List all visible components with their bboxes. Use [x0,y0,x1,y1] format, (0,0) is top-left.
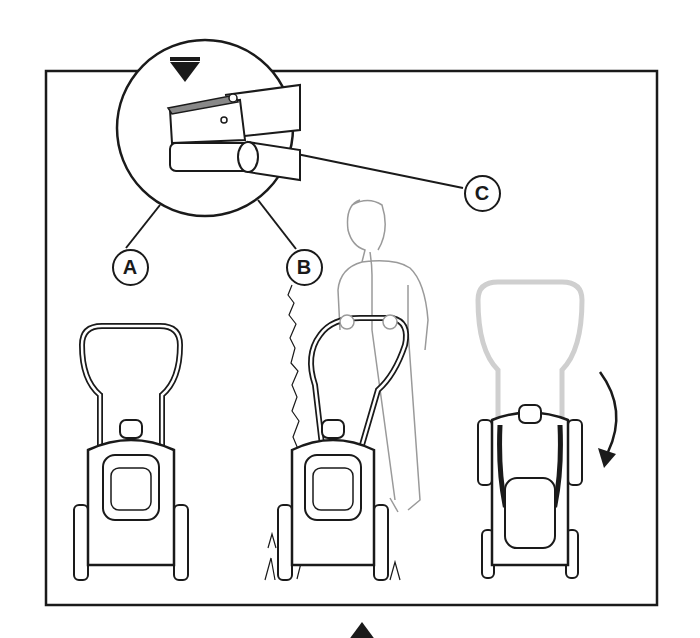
marker-bar [170,57,200,61]
fold-arrow [600,372,616,452]
clamp-hole [221,117,227,123]
mower-battery-cover [103,455,159,520]
mower-wheel [374,505,388,580]
mower-battery-cover [305,455,361,520]
mower-handle [82,326,180,445]
mower-handle [311,318,406,445]
callout-letter: A [123,257,137,277]
callout-letter: C [475,183,489,203]
mower-battery-window [313,468,353,510]
callout-circle: A [112,249,149,286]
leader-line [287,152,463,188]
mower-knob [322,420,344,438]
fold-arrowhead [598,448,616,468]
callout-circle: B [286,249,323,286]
mower-deck [292,440,374,565]
lever-pivot [229,94,237,102]
mower-wheel [74,505,88,580]
mower-wheel [478,420,492,485]
lower-tube-end [238,142,258,172]
callout-circle: C [464,175,501,212]
hand [340,315,354,329]
mower-wheel [568,420,582,485]
mower-wheel [174,505,188,580]
mower-knob [519,405,541,423]
warning-triangle [345,622,379,638]
clamp-lever [168,95,238,114]
mower-wheel [278,505,292,580]
leader-line [258,200,296,249]
callout-letter: B [297,257,311,277]
mower-handle-inner [311,318,406,445]
mower-handle-inner [82,326,180,445]
marker-triangle [170,62,200,82]
mower-battery-cover [505,478,555,548]
folded-handle-ghost [478,282,582,440]
mower-deck [88,440,174,565]
mower-deck [492,413,568,566]
mower-battery-window [111,468,151,510]
mower-knob [120,420,142,438]
hand [383,315,397,329]
leader-line [126,205,160,248]
